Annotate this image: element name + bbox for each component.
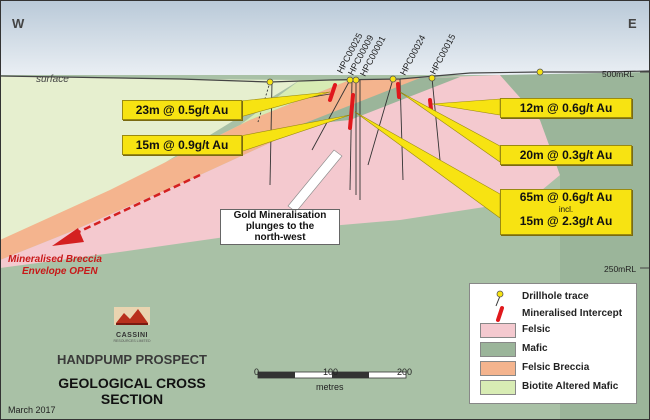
scale-tick-200: 200 bbox=[397, 367, 412, 377]
legend-mafic-label: Mafic bbox=[522, 343, 548, 354]
title-line3: SECTION bbox=[100, 391, 164, 407]
collar-marker bbox=[346, 76, 354, 84]
collar-marker bbox=[428, 74, 436, 82]
intercept-callout-a: 23m @ 0.5g/t Au bbox=[122, 100, 242, 120]
legend-biotite-label: Biotite Altered Mafic bbox=[522, 381, 619, 392]
cassini-logo: CASSINI RESOURCES LIMITED bbox=[112, 305, 152, 343]
collar-marker bbox=[352, 76, 360, 84]
scale-unit: metres bbox=[316, 382, 344, 392]
legend-drillhole-line bbox=[495, 295, 501, 307]
legend-felsic-label: Felsic bbox=[522, 324, 551, 335]
legend-intercept-label: Mineralised Intercept bbox=[522, 308, 623, 319]
logo-mountains bbox=[116, 309, 148, 323]
legend-collar bbox=[496, 290, 504, 298]
scale-bar bbox=[257, 371, 407, 379]
mafic-band bbox=[300, 77, 460, 125]
intercept-marker bbox=[396, 82, 401, 99]
mineralisation-note-line1: Gold Mineralisation bbox=[233, 210, 327, 221]
west-label: W bbox=[12, 16, 25, 31]
intercept-b-text: 15m @ 0.9g/t Au bbox=[135, 138, 229, 152]
intercepts bbox=[328, 82, 433, 130]
title-block: GEOLOGICAL CROSS SECTION bbox=[22, 375, 242, 407]
intercept-callout-c: 12m @ 0.6g/t Au bbox=[500, 98, 632, 118]
collar-marker bbox=[266, 78, 274, 86]
scale-bar-segment bbox=[258, 372, 295, 378]
intercept-marker bbox=[328, 83, 337, 102]
breccia-note-line1: Mineralised Breccia bbox=[8, 254, 102, 265]
legend-drillhole-symbol bbox=[495, 290, 504, 307]
legend-box: Drillhole trace Mineralised Intercept Fe… bbox=[469, 283, 637, 404]
breccia-arrow-head bbox=[52, 228, 84, 246]
mineralisation-note-line3: north-west bbox=[254, 232, 306, 243]
legend-drillhole-label: Drillhole trace bbox=[522, 291, 589, 302]
legend-biotite-swatch bbox=[480, 380, 516, 395]
logo-base bbox=[116, 323, 148, 325]
legend-breccia-swatch bbox=[480, 361, 516, 376]
legend-intercept-symbol bbox=[496, 306, 504, 322]
intercept-a-text: 23m @ 0.5g/t Au bbox=[135, 103, 229, 117]
collar-marker bbox=[389, 75, 397, 83]
legend-intercept-mark bbox=[496, 306, 504, 322]
legend-mafic-swatch bbox=[480, 342, 516, 357]
intercept-e-incl: incl. bbox=[558, 205, 574, 214]
drillhole-trace bbox=[431, 77, 441, 161]
felsic-breccia-band bbox=[0, 78, 420, 260]
east-label: E bbox=[628, 16, 637, 31]
collars bbox=[266, 68, 544, 86]
intercept-callout-e: 65m @ 0.6g/t Au incl. 15m @ 2.3g/t Au bbox=[500, 189, 632, 235]
surface-label: surface bbox=[36, 74, 69, 85]
logo-graphic bbox=[114, 307, 150, 325]
intercept-e-main: 65m @ 0.6g/t Au bbox=[519, 190, 613, 204]
title-line1: HANDPUMP PROSPECT bbox=[56, 352, 207, 367]
intercept-marker bbox=[348, 93, 355, 130]
legend-felsic-swatch bbox=[480, 323, 516, 338]
date-label: March 2017 bbox=[8, 405, 56, 415]
title-line2: GEOLOGICAL CROSS bbox=[58, 375, 206, 391]
intercept-d-text: 20m @ 0.3g/t Au bbox=[519, 148, 613, 162]
intercept-marker bbox=[428, 98, 433, 111]
collar-marker bbox=[536, 68, 544, 76]
legend-breccia-label: Felsic Breccia bbox=[522, 362, 590, 373]
intercept-callout-b: 15m @ 0.9g/t Au bbox=[122, 135, 242, 155]
drillhole-trace bbox=[311, 79, 351, 151]
logo-sub: RESOURCES LIMITED bbox=[113, 339, 151, 343]
scale-tick-0: 0 bbox=[254, 367, 259, 377]
rl-500-label: 500mRL bbox=[602, 69, 634, 79]
intercept-callout-d: 20m @ 0.3g/t Au bbox=[500, 145, 632, 165]
intercept-c-text: 12m @ 0.6g/t Au bbox=[519, 101, 613, 115]
scale-bar-segment bbox=[332, 372, 369, 378]
intercept-e-sub: 15m @ 2.3g/t Au bbox=[519, 214, 613, 228]
scale-tick-100: 100 bbox=[323, 367, 338, 377]
breccia-arrow-shaft bbox=[69, 173, 201, 238]
sky-band bbox=[0, 0, 650, 82]
drillhole-trace bbox=[367, 78, 394, 166]
rl-250-label: 250mRL bbox=[604, 264, 636, 274]
mineralisation-note: Gold Mineralisation plunges to the north… bbox=[220, 209, 340, 245]
felsic-unit bbox=[0, 75, 560, 268]
breccia-note-line2: Envelope OPEN bbox=[22, 266, 98, 277]
logo-name: CASSINI bbox=[116, 332, 148, 339]
mineralisation-note-line2: plunges to the bbox=[245, 221, 315, 232]
